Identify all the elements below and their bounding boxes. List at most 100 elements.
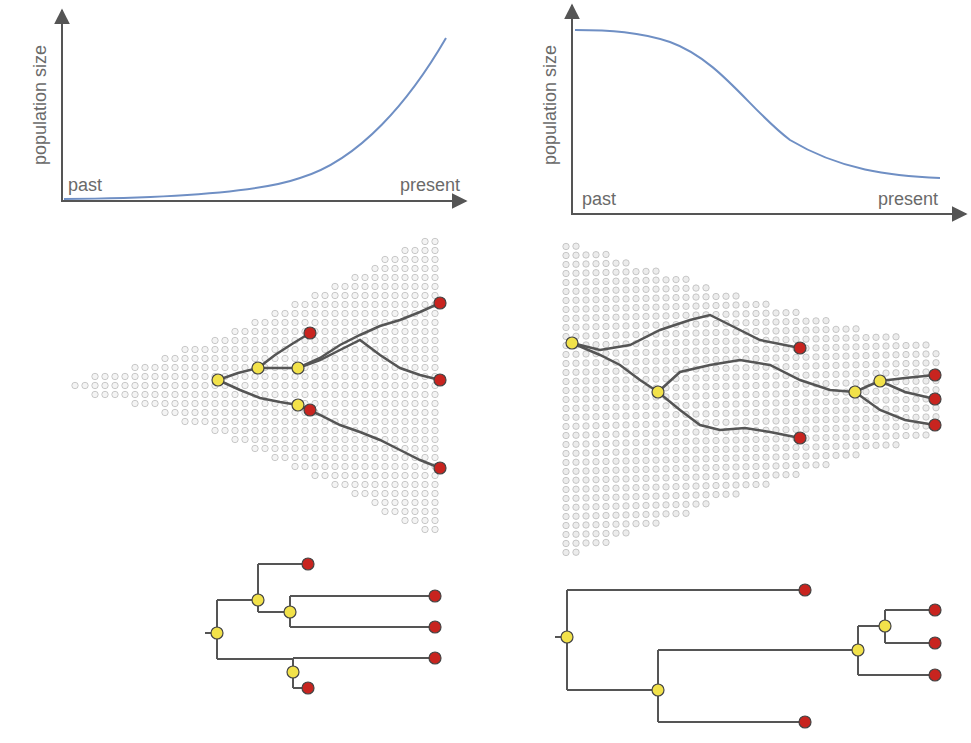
population-dot bbox=[663, 340, 669, 346]
population-dot bbox=[162, 400, 168, 406]
right-lineages bbox=[572, 315, 935, 438]
population-dot bbox=[432, 274, 438, 280]
population-dot bbox=[392, 283, 398, 289]
population-dot bbox=[633, 394, 639, 400]
population-dot bbox=[753, 301, 759, 307]
population-dot bbox=[893, 352, 899, 358]
population-dot bbox=[252, 319, 258, 325]
population-dot bbox=[422, 328, 428, 334]
population-dot bbox=[873, 415, 879, 421]
population-dot bbox=[843, 407, 849, 413]
population-dot bbox=[362, 391, 368, 397]
population-dot bbox=[823, 380, 829, 386]
population-dot bbox=[132, 364, 138, 370]
population-dot bbox=[402, 373, 408, 379]
population-dot bbox=[723, 347, 729, 353]
population-dot bbox=[693, 456, 699, 462]
population-dot bbox=[643, 421, 649, 427]
population-dot bbox=[693, 330, 699, 336]
population-dot bbox=[713, 302, 719, 308]
population-dot bbox=[713, 455, 719, 461]
population-dot bbox=[783, 462, 789, 468]
population-dot bbox=[843, 353, 849, 359]
population-dot bbox=[412, 436, 418, 442]
population-dot bbox=[352, 274, 358, 280]
population-dot bbox=[412, 355, 418, 361]
population-dot bbox=[793, 390, 799, 396]
population-dot bbox=[713, 482, 719, 488]
population-dot bbox=[793, 408, 799, 414]
population-dot bbox=[593, 513, 599, 519]
population-dot bbox=[573, 288, 579, 294]
population-dot bbox=[733, 473, 739, 479]
population-dot bbox=[613, 503, 619, 509]
population-dot bbox=[863, 334, 869, 340]
population-dot bbox=[422, 463, 428, 469]
population-dot bbox=[392, 454, 398, 460]
population-dot bbox=[412, 517, 418, 523]
population-dot bbox=[372, 472, 378, 478]
population-dot bbox=[563, 531, 569, 537]
population-dot bbox=[733, 446, 739, 452]
population-dot bbox=[623, 314, 629, 320]
population-dot bbox=[793, 354, 799, 360]
population-dot bbox=[823, 434, 829, 440]
population-dot bbox=[773, 400, 779, 406]
population-dot bbox=[252, 445, 258, 451]
population-dot bbox=[653, 448, 659, 454]
population-dot bbox=[923, 342, 929, 348]
population-dot bbox=[362, 454, 368, 460]
population-dot bbox=[643, 349, 649, 355]
population-dot bbox=[362, 400, 368, 406]
population-dot bbox=[773, 382, 779, 388]
population-dot bbox=[342, 436, 348, 442]
population-dot bbox=[653, 421, 659, 427]
population-dot bbox=[623, 278, 629, 284]
population-dot bbox=[352, 445, 358, 451]
population-dot bbox=[883, 334, 889, 340]
population-dot bbox=[392, 490, 398, 496]
population-dot bbox=[593, 441, 599, 447]
population-dot bbox=[713, 374, 719, 380]
population-dot bbox=[783, 471, 789, 477]
population-dot bbox=[412, 463, 418, 469]
population-dot bbox=[733, 464, 739, 470]
population-dot bbox=[372, 274, 378, 280]
population-dot bbox=[382, 283, 388, 289]
population-dot bbox=[322, 454, 328, 460]
population-dot bbox=[402, 418, 408, 424]
population-dot bbox=[573, 306, 579, 312]
population-dot bbox=[583, 423, 589, 429]
population-dot bbox=[593, 252, 599, 258]
population-dot bbox=[593, 315, 599, 321]
ancestor-node bbox=[652, 684, 664, 696]
population-dot bbox=[673, 303, 679, 309]
population-dot bbox=[593, 378, 599, 384]
population-dot bbox=[643, 502, 649, 508]
population-dot bbox=[873, 343, 879, 349]
population-dot bbox=[623, 287, 629, 293]
population-dot bbox=[573, 297, 579, 303]
population-dot bbox=[432, 526, 438, 532]
population-dot bbox=[172, 409, 178, 415]
population-dot bbox=[392, 391, 398, 397]
population-dot bbox=[432, 490, 438, 496]
population-dot bbox=[72, 382, 78, 388]
population-dot bbox=[583, 324, 589, 330]
population-dot bbox=[332, 436, 338, 442]
population-dot bbox=[653, 367, 659, 373]
population-dot bbox=[643, 394, 649, 400]
population-dot bbox=[683, 474, 689, 480]
population-dot bbox=[893, 424, 899, 430]
population-dot bbox=[693, 321, 699, 327]
population-dot bbox=[653, 502, 659, 508]
population-dot bbox=[783, 453, 789, 459]
population-dot bbox=[102, 391, 108, 397]
population-dot bbox=[573, 432, 579, 438]
population-dot bbox=[422, 526, 428, 532]
population-dot bbox=[312, 319, 318, 325]
population-dot bbox=[743, 383, 749, 389]
population-dot bbox=[893, 334, 899, 340]
population-dot bbox=[432, 517, 438, 523]
population-dot bbox=[252, 337, 258, 343]
